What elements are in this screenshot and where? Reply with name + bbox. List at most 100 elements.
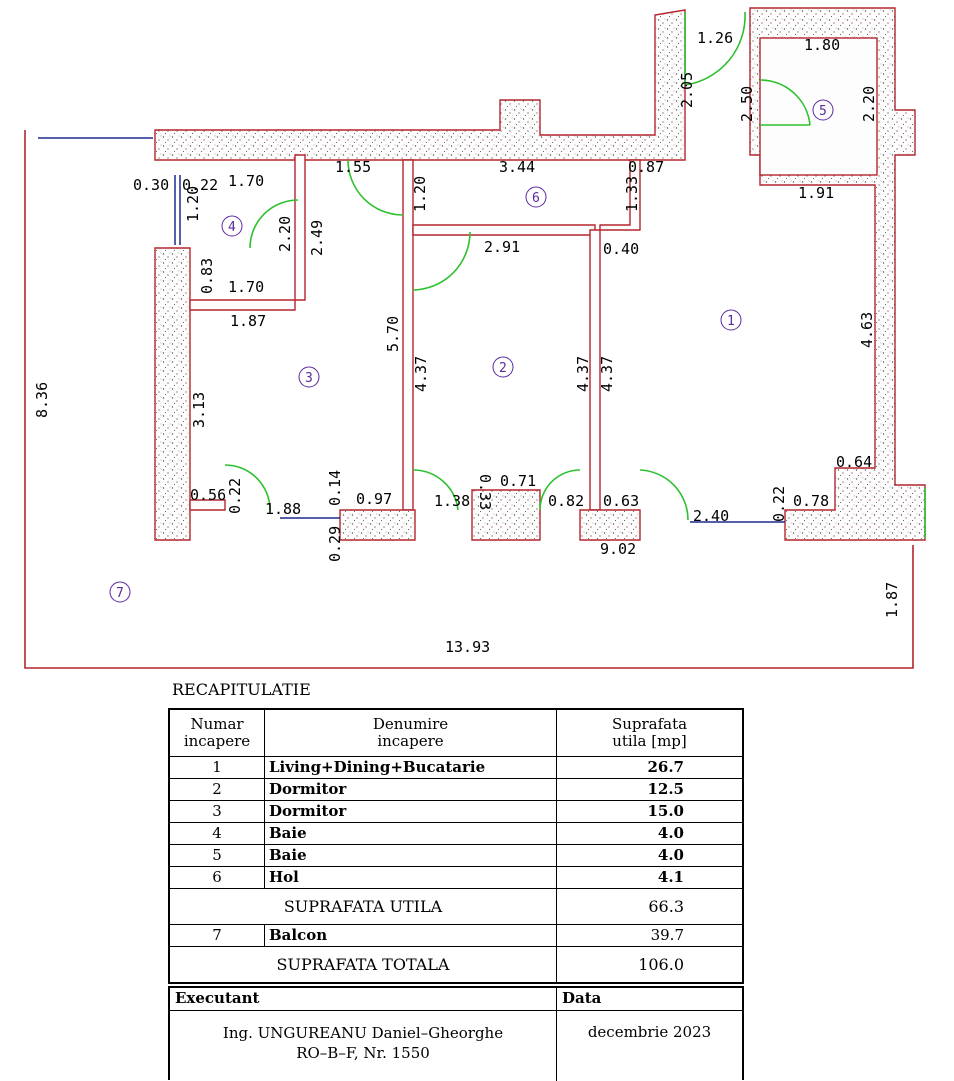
dim: 1.55 [335,158,371,176]
totala-row: SUPRAFATA TOTALA 106.0 [170,946,742,982]
dim: 13.93 [445,638,490,656]
dim: 0.97 [356,490,392,508]
cell-num: 3 [170,801,265,822]
walls [154,7,926,541]
executant-name: Ing. UNGUREANU Daniel–Gheorghe [222,1024,504,1042]
dim: 0.63 [603,492,639,510]
dim: 0.40 [603,240,639,258]
dim: 1.87 [230,312,266,330]
dim: 0.30 [133,176,169,194]
data-label: Data [562,989,602,1007]
room-number: 7 [116,586,124,601]
utila-label: SUPRAFATA UTILA [170,889,557,924]
dim: 1.87 [883,582,901,618]
dim: 0.71 [500,472,536,490]
table-row: 6 Hol 4.1 [170,866,742,888]
utila-row: SUPRAFATA UTILA 66.3 [170,888,742,924]
cell-area: 4.0 [657,846,684,864]
cell-num: 7 [170,925,265,946]
dim: 4.37 [574,356,592,392]
dim: 1.91 [798,184,834,202]
cell-name: Living+Dining+Bucatarie [265,757,557,778]
dim: 0.22 [182,176,218,194]
cell-name: Dormitor [265,779,557,800]
recap-title: RECAPITULATIE [172,680,311,699]
dim: 8.36 [33,382,51,418]
dim: 4.37 [412,356,430,392]
cell-area: 12.5 [647,780,684,798]
totala-value: 106.0 [638,955,684,974]
dim: 1.38 [434,492,470,510]
dim: 4.37 [598,356,616,392]
room-number: 6 [532,191,540,206]
dim: 1.80 [804,36,840,54]
executant-info: Ing. UNGUREANU Daniel–Gheorghe RO–B–F, N… [170,1011,557,1081]
dim: 1.88 [265,500,301,518]
cell-area: 26.7 [647,758,684,776]
date-value: decembrie 2023 [587,1023,712,1041]
dim: 0.78 [793,492,829,510]
room-number: 2 [499,361,507,376]
table-row: 5 Baie 4.0 [170,844,742,866]
dim: 2.49 [308,220,326,256]
dim: 0.33 [476,474,494,510]
table-row: 4 Baie 4.0 [170,822,742,844]
totala-label: SUPRAFATA TOTALA [170,947,557,982]
dim: 0.29 [326,526,344,562]
cell-name: Balcon [265,925,557,946]
utila-value: 66.3 [648,897,684,916]
dim: 2.20 [276,216,294,252]
room-number: 3 [305,371,313,386]
dim: 2.40 [693,507,729,525]
table-row: 3 Dormitor 15.0 [170,800,742,822]
cell-name: Dormitor [265,801,557,822]
dim: 1.26 [697,29,733,47]
dim: 1.33 [623,176,641,212]
dim: 0.22 [770,486,788,522]
cell-name: Baie [265,845,557,866]
room-number: 5 [819,104,827,119]
header-name-1: Denumire [372,715,449,733]
dim: 3.44 [499,158,535,176]
cell-area: 4.0 [657,824,684,842]
dim: 0.14 [326,470,344,506]
dim: 3.13 [190,392,208,428]
dim: 1.20 [411,176,429,212]
cell-area: 39.7 [650,926,684,944]
dim: 0.56 [190,486,226,504]
dim: 0.64 [836,453,872,471]
dim: 4.63 [858,312,876,348]
dim: 0.87 [628,158,664,176]
dim: 2.50 [738,86,756,122]
dim: 1.20 [184,186,202,222]
dim: 2.05 [678,72,696,108]
executant-block: Executant Data Ing. UNGUREANU Daniel–Ghe… [168,986,744,1081]
cell-num: 6 [170,867,265,888]
cell-area: 15.0 [647,802,684,820]
table-row: 1 Living+Dining+Bucatarie 26.7 [170,756,742,778]
cell-num: 1 [170,757,265,778]
cell-name: Baie [265,823,557,844]
dim: 1.70 [228,172,264,190]
dim: 2.20 [860,86,878,122]
room-number: 4 [228,220,236,235]
executant-label: Executant [170,988,557,1010]
header-name-2: incapere [377,732,444,750]
cell-num: 4 [170,823,265,844]
doors [224,11,926,538]
room-labels: 1 2 3 4 5 6 7 [109,99,834,603]
dim: 9.02 [600,540,636,558]
table-row-balcon: 7 Balcon 39.7 [170,924,742,946]
cell-num: 2 [170,779,265,800]
dim: 0.83 [198,258,216,294]
dim: 0.82 [548,492,584,510]
cell-num: 5 [170,845,265,866]
dim: 2.91 [484,238,520,256]
room-number: 1 [727,314,735,329]
dim: 5.70 [384,316,402,352]
dim: 1.70 [228,278,264,296]
header-area-2: utila [mp] [612,732,687,750]
table-row: 2 Dormitor 12.5 [170,778,742,800]
executant-reg: RO–B–F, Nr. 1550 [296,1044,430,1062]
